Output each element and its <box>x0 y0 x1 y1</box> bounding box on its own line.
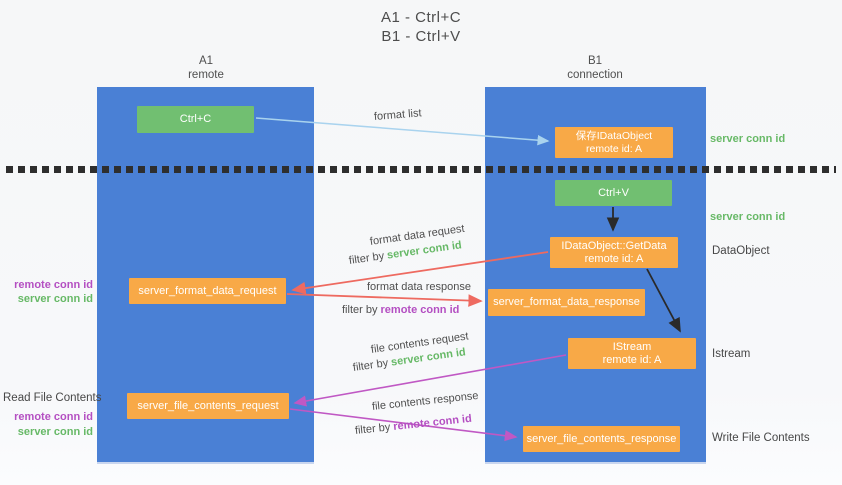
box-getdata: IDataObject::GetData remote id: A <box>550 237 678 268</box>
filter-prefix: filter by <box>354 421 394 437</box>
filter-key-remote-conn-id: remote conn id <box>380 304 460 316</box>
box-server-file-contents-request-label: server_file_contents_request <box>137 399 279 412</box>
copy-paste-divider <box>6 166 836 173</box>
label-file-contents-response: file contents response <box>371 389 480 413</box>
lifeline-a-name: A1 <box>198 55 214 67</box>
box-server-format-data-request-label: server_format_data_request <box>138 284 277 297</box>
lifeline-b-header: B1 connection <box>526 54 664 82</box>
arrow-format-data-response <box>286 293 483 307</box>
box-istream-line1: IStream <box>612 340 652 353</box>
annotation-istream: Istream <box>712 348 751 360</box>
box-save-dataobject: 保存IDataObject remote id: A <box>555 127 673 158</box>
box-ctrl-c: Ctrl+C <box>137 106 254 133</box>
annotation-left-server-conn-id-1: server conn id <box>17 293 93 305</box>
box-istream-line2: remote id: A <box>602 353 662 366</box>
box-save-dataobject-line1: 保存IDataObject <box>575 129 653 142</box>
lifeline-b-name: B1 <box>587 55 603 67</box>
box-server-file-contents-response-label: server_file_contents_response <box>526 432 677 445</box>
box-istream: IStream remote id: A <box>568 338 696 369</box>
diagram-title: A1 - Ctrl+C B1 - Ctrl+V <box>0 8 842 46</box>
box-server-format-data-response: server_format_data_response <box>488 289 645 316</box>
label-format-data-response: format data response <box>367 281 471 293</box>
box-server-format-data-request: server_format_data_request <box>129 278 286 304</box>
box-save-dataobject-line2: remote id: A <box>585 142 643 155</box>
annotation-server-conn-id-2: server conn id <box>710 211 786 223</box>
annotation-remote-conn-id-2: remote conn id <box>14 411 93 423</box>
box-server-file-contents-request: server_file_contents_request <box>127 393 289 419</box>
label-format-list: format list <box>373 107 423 123</box>
box-server-format-data-response-label: server_format_data_response <box>493 296 640 308</box>
annotation-dataobject: DataObject <box>712 245 770 257</box>
title-line-1: A1 - Ctrl+C <box>380 9 462 26</box>
label-file-contents-response-filter: filter by remote conn id <box>354 413 472 437</box>
label-format-data-response-filter: filter by remote conn id <box>342 304 459 316</box>
filter-prefix: filter by <box>352 356 392 374</box>
filter-prefix: filter by <box>348 249 388 267</box>
box-getdata-line2: remote id: A <box>584 252 644 265</box>
annotation-remote-conn-id-1: remote conn id <box>14 279 93 291</box>
annotation-left-server-conn-id-2: server conn id <box>17 426 93 438</box>
box-ctrl-v: Ctrl+V <box>555 180 672 206</box>
box-ctrl-c-label: Ctrl+C <box>179 113 212 125</box>
lifeline-a-header: A1 remote <box>137 54 275 82</box>
filter-key-remote-conn-id: remote conn id <box>392 412 473 433</box>
label-format-data-request-filter: filter by server conn id <box>348 239 462 267</box>
lifeline-a-subtitle: remote <box>188 69 224 81</box>
filter-prefix: filter by <box>342 304 381 316</box>
box-ctrl-v-label: Ctrl+V <box>598 186 629 199</box>
box-server-file-contents-response: server_file_contents_response <box>523 426 680 452</box>
box-getdata-line1: IDataObject::GetData <box>561 239 667 252</box>
annotation-write-file-contents: Write File Contents <box>712 432 810 444</box>
lifeline-b-subtitle: connection <box>567 69 623 81</box>
annotation-read-file-contents: Read File Contents <box>3 392 102 404</box>
title-line-2: B1 - Ctrl+V <box>381 28 461 45</box>
annotation-server-conn-id-1: server conn id <box>710 133 786 145</box>
